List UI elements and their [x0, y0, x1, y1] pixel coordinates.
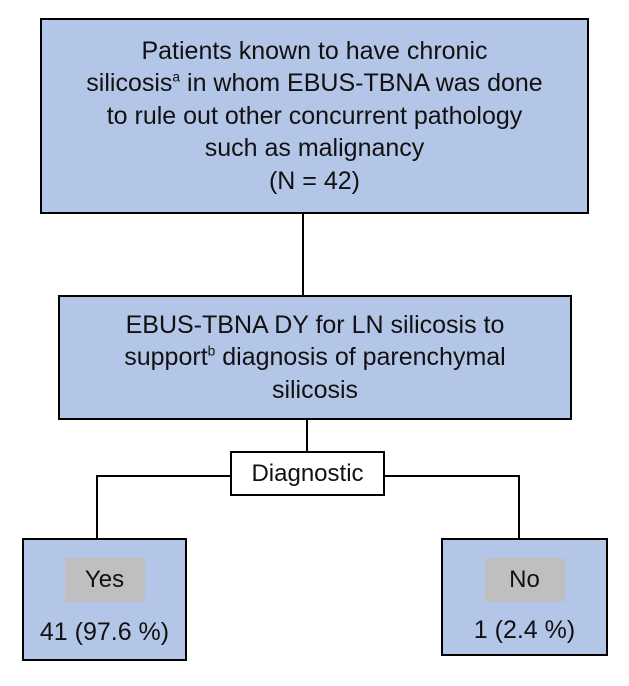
branch-right-vertical [518, 475, 520, 538]
top-box-line-1: Patients known to have chronic [141, 36, 488, 65]
top-box-line-3: to rule out other concurrent pathology [106, 101, 523, 130]
branch-left-horizontal [96, 475, 230, 477]
footnote-b: b [207, 343, 216, 359]
outcome-yes-label: Yes [64, 558, 145, 602]
connector-top-middle [302, 214, 304, 295]
outcome-no-label: No [484, 558, 565, 602]
split-label-diagnostic: Diagnostic [230, 451, 385, 496]
middle-box-line-1: EBUS-TBNA DY for LN silicosis to [125, 310, 505, 339]
connector-middle-split [306, 420, 308, 452]
outcome-yes-value: 41 (97.6 %) [39, 618, 170, 646]
outcome-no-box: No 1 (2.4 %) [441, 538, 608, 656]
top-box-line-2: silicosisa in whom EBUS-TBNA was done [86, 69, 543, 98]
top-box-count: (N = 42) [268, 166, 360, 195]
middle-box-line-3: silicosis [271, 375, 359, 404]
outcome-yes-box: Yes 41 (97.6 %) [22, 538, 187, 661]
middle-box-line-2: supportb diagnosis of parenchymal [124, 343, 506, 372]
top-box-patients: Patients known to have chronic silicosis… [40, 18, 589, 214]
branch-left-vertical [96, 475, 98, 538]
footnote-a: a [172, 69, 181, 85]
middle-box-diagnostic-yield: EBUS-TBNA DY for LN silicosis to support… [58, 295, 572, 420]
branch-right-horizontal [385, 475, 520, 477]
top-box-line-4: such as malignancy [204, 134, 425, 163]
outcome-no-value: 1 (2.4 %) [473, 616, 576, 644]
